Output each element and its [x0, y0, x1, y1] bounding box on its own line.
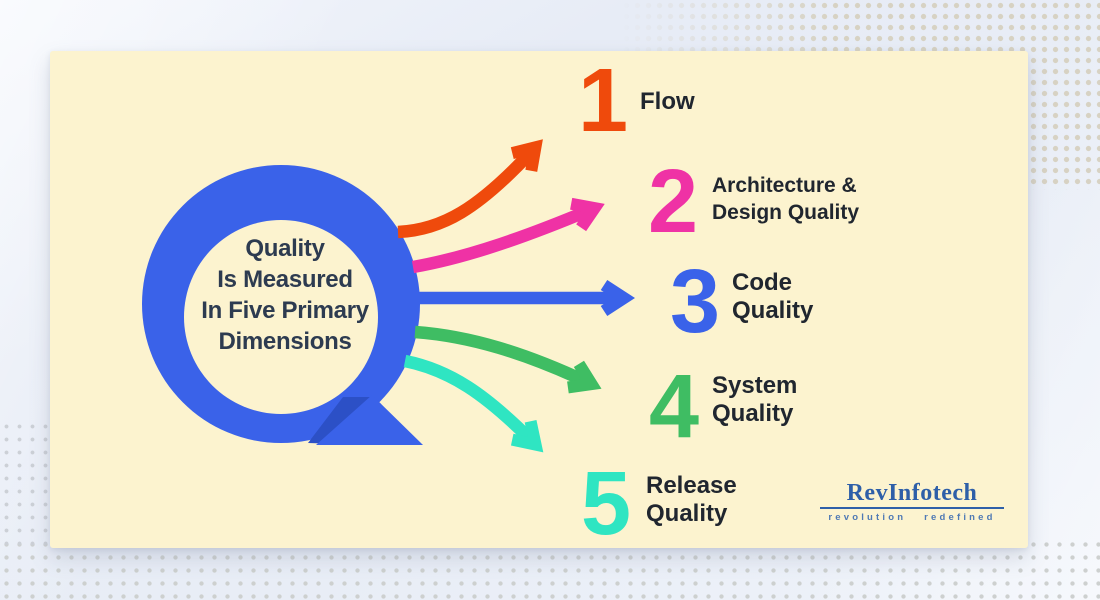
q-center-heading: Quality Is Measured In Five Primary Dime…	[185, 233, 385, 357]
dimension-number-5: 5	[580, 454, 632, 554]
dimension-label-release: Release Quality	[646, 472, 737, 528]
arrow-2-architecture	[411, 197, 605, 274]
label-line: Flow	[640, 88, 695, 115]
arrow-4-system	[414, 325, 602, 394]
dot-pattern-bottom	[0, 538, 1100, 600]
label-line: Code	[732, 269, 792, 296]
heading-line: Quality	[245, 235, 325, 262]
q-tail	[316, 395, 423, 445]
q-ring-inner	[184, 220, 378, 414]
dimension-number-3: 3	[669, 252, 721, 352]
revinfotech-logo: RevInfotech revolution redefined	[820, 481, 1004, 523]
heading-line: Is Measured	[217, 266, 353, 293]
logo-wordmark: RevInfotech	[846, 480, 978, 506]
dimension-label-code: Code Quality	[732, 269, 813, 325]
label-line: Quality	[712, 400, 794, 427]
label-line: Architecture &	[712, 174, 857, 197]
label-line: Quality	[732, 297, 814, 324]
label-line: Quality	[646, 500, 728, 527]
q-and-arrows-graphic	[142, 139, 636, 453]
label-line: Release	[646, 472, 737, 499]
arrow-5-release	[403, 354, 544, 453]
logo-tagline: revolution redefined	[828, 512, 996, 523]
logo-underline	[820, 507, 1004, 509]
dimension-label-architecture: Architecture & Design Quality	[712, 172, 859, 226]
heading-line: Dimensions	[218, 328, 352, 355]
dimension-label-flow: Flow	[640, 88, 695, 116]
dimension-label-system: System Quality	[712, 372, 797, 428]
dimension-number-4: 4	[648, 357, 700, 457]
dimension-number-2: 2	[647, 152, 699, 252]
label-line: System	[712, 372, 798, 399]
heading-line: In Five Primary	[201, 297, 369, 324]
dot-pattern-left	[0, 420, 52, 550]
label-line: Design Quality	[712, 201, 860, 224]
dimension-number-1: 1	[577, 51, 629, 151]
arrow-1-flow	[397, 139, 543, 239]
